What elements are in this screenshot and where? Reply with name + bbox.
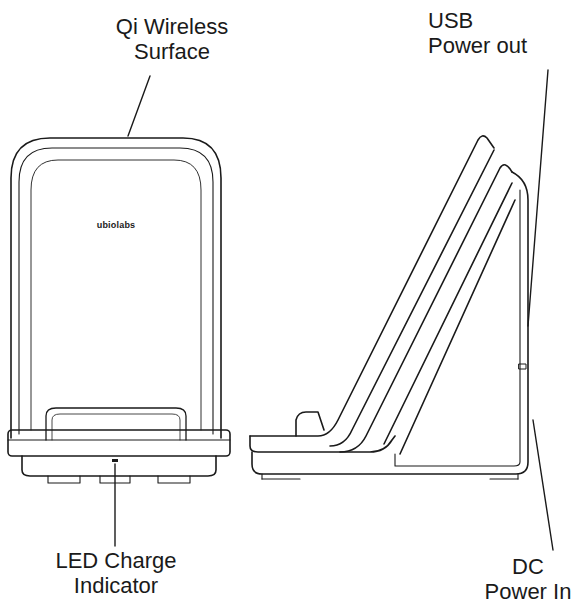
leader-lines (115, 70, 553, 550)
brand-logo: ubiolabs (86, 220, 146, 230)
leader-line (533, 420, 553, 550)
leader-line (128, 76, 150, 136)
port-label: USB Power out (428, 8, 538, 59)
part-label: Qi Wireless Surface (106, 14, 238, 65)
port-label: DC Power In (481, 554, 575, 605)
leader-line (528, 70, 548, 326)
side-view (250, 136, 528, 479)
front-view (8, 138, 230, 483)
indicator-label: LED Charge Indicator (46, 548, 186, 599)
leader-line (114, 464, 115, 546)
